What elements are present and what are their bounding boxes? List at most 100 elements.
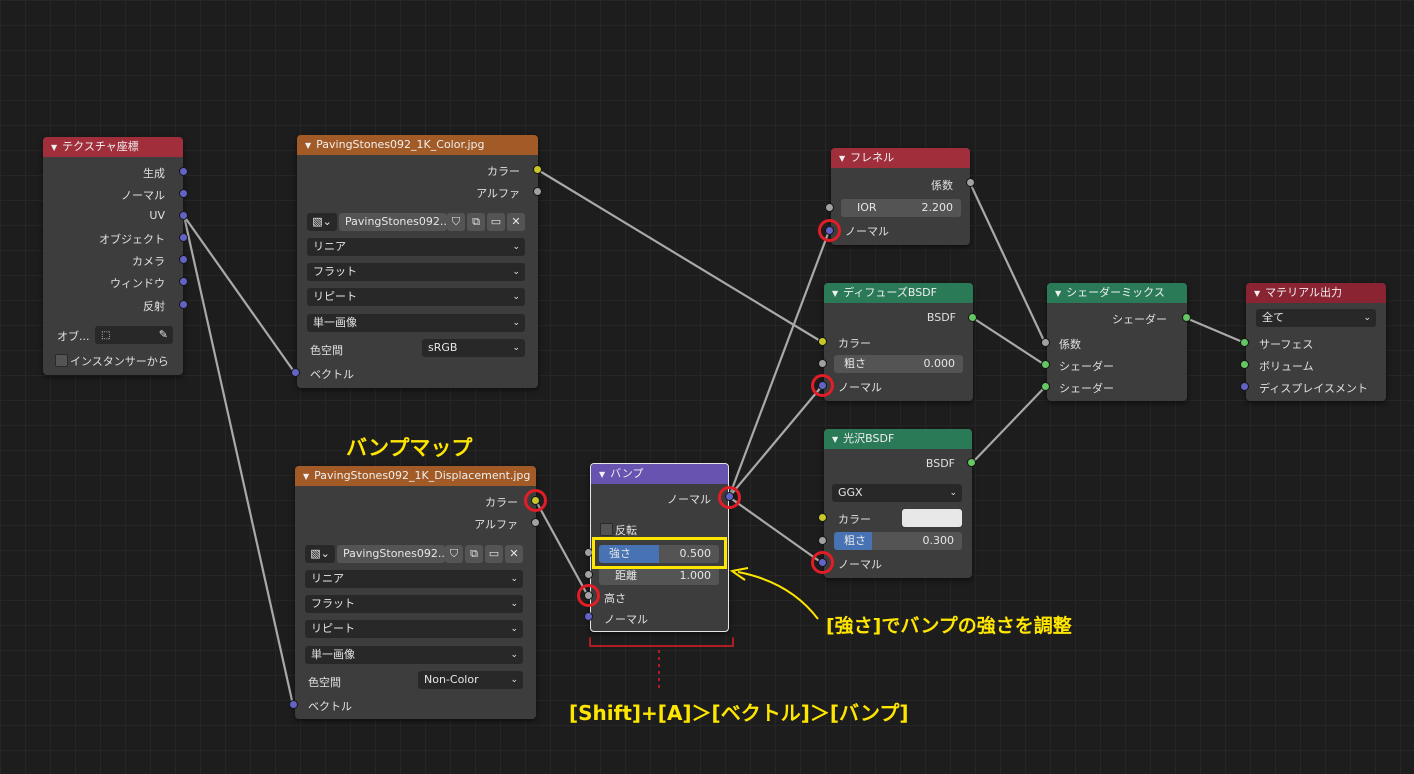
close-icon[interactable]: ✕ — [507, 213, 525, 231]
roughness-field[interactable]: 粗さ 0.000 — [834, 355, 963, 373]
eyedropper-icon[interactable]: ✎ — [158, 328, 168, 341]
wire-glossy-to-mix-shader2 — [970, 385, 1047, 465]
fake-user-shield-icon[interactable]: ⛉ — [447, 213, 465, 231]
invert-checkbox[interactable] — [600, 523, 613, 536]
open-folder-icon[interactable]: ▭ — [485, 545, 503, 563]
socket-alpha-out[interactable] — [531, 518, 540, 527]
color-swatch[interactable] — [902, 509, 962, 527]
node-glossy-bsdf[interactable]: ▼光沢BSDF BSDF GGX⌄ カラー 粗さ 0.300 ノーマル — [824, 429, 972, 578]
socket-normal-in[interactable] — [584, 612, 593, 621]
strength-field[interactable]: 強さ 0.500 — [599, 545, 719, 563]
socket-color-in[interactable] — [818, 337, 827, 346]
interpolation-dropdown[interactable]: リニア⌄ — [307, 238, 525, 256]
socket-surface-in[interactable] — [1240, 338, 1249, 347]
socket-window-out[interactable] — [179, 277, 188, 286]
socket-roughness-in[interactable] — [818, 536, 827, 545]
instancer-checkbox[interactable] — [55, 354, 68, 367]
socket-ior-in[interactable] — [825, 203, 834, 212]
socket-reflection-out[interactable] — [179, 300, 188, 309]
projection-dropdown[interactable]: フラット⌄ — [305, 595, 523, 613]
projection-dropdown[interactable]: フラット⌄ — [307, 263, 525, 281]
node-mix-shader[interactable]: ▼シェーダーミックス シェーダー 係数 シェーダー シェーダー — [1047, 283, 1187, 401]
socket-color-out[interactable] — [533, 165, 542, 174]
dropdown-value: 単一画像 — [313, 316, 357, 329]
node-header[interactable]: ▼ シェーダーミックス — [1047, 283, 1187, 303]
node-title: PavingStones092_1K_Color.jpg — [316, 138, 485, 151]
close-icon[interactable]: ✕ — [505, 545, 523, 563]
socket-shader2-in[interactable] — [1041, 382, 1050, 391]
image-browse-icon[interactable]: ▧⌄ — [305, 545, 335, 563]
target-dropdown[interactable]: 全て⌄ — [1256, 309, 1376, 327]
colorspace-dropdown[interactable]: sRGB⌄ — [422, 339, 525, 357]
extension-dropdown[interactable]: リピート⌄ — [305, 620, 523, 638]
socket-roughness-in[interactable] — [818, 359, 827, 368]
collapse-triangle-icon[interactable]: ▼ — [839, 154, 846, 163]
duplicate-image-icon[interactable]: ⧉ — [467, 213, 485, 231]
node-texture-coordinate[interactable]: ▼テクスチャ座標 生成 ノーマル UV オブジェクト カメラ ウィンドウ 反射 … — [43, 137, 183, 375]
collapse-triangle-icon[interactable]: ▼ — [1254, 289, 1261, 298]
node-header[interactable]: ▼バンプ — [591, 464, 728, 484]
ior-field[interactable]: IOR 2.200 — [841, 199, 961, 217]
collapse-triangle-icon[interactable]: ▼ — [1055, 289, 1062, 298]
extension-dropdown[interactable]: リピート⌄ — [307, 288, 525, 306]
collapse-triangle-icon[interactable]: ▼ — [599, 470, 606, 479]
distribution-dropdown[interactable]: GGX⌄ — [832, 484, 962, 502]
node-image-texture-color[interactable]: ▼PavingStones092_1K_Color.jpg カラー アルファ ▧… — [297, 135, 538, 388]
collapse-triangle-icon[interactable]: ▼ — [832, 435, 839, 444]
socket-generated-out[interactable] — [179, 167, 188, 176]
roughness-field[interactable]: 粗さ 0.300 — [834, 532, 962, 550]
dropdown-value: Non-Color — [424, 673, 479, 686]
node-header[interactable]: ▼フレネル — [831, 148, 970, 168]
socket-bsdf-out[interactable] — [967, 458, 976, 467]
socket-color-in[interactable] — [818, 513, 827, 522]
collapse-triangle-icon[interactable]: ▼ — [832, 289, 839, 298]
wire-mix-to-output-surface — [1184, 316, 1247, 345]
socket-fac-in[interactable] — [1041, 338, 1050, 347]
surface-in-label: サーフェス — [1259, 338, 1314, 351]
socket-bsdf-out[interactable] — [968, 313, 977, 322]
socket-shader1-in[interactable] — [1041, 360, 1050, 369]
source-dropdown[interactable]: 単一画像⌄ — [305, 646, 523, 664]
node-header[interactable]: ▼ディフューズBSDF — [824, 283, 973, 303]
node-title: テクスチャ座標 — [62, 140, 139, 153]
node-header[interactable]: ▼光沢BSDF — [824, 429, 972, 449]
collapse-triangle-icon[interactable]: ▼ — [303, 472, 310, 481]
fac-in-label: 係数 — [1059, 338, 1081, 351]
socket-displacement-in[interactable] — [1240, 382, 1249, 391]
chevron-down-icon: ⌄ — [512, 343, 520, 353]
source-dropdown[interactable]: 単一画像⌄ — [307, 314, 525, 332]
object-selector[interactable]: ⬚ ✎ — [95, 326, 173, 344]
socket-object-out[interactable] — [179, 233, 188, 242]
node-title: シェーダーミックス — [1066, 286, 1165, 299]
open-folder-icon[interactable]: ▭ — [487, 213, 505, 231]
socket-fac-out[interactable] — [966, 178, 975, 187]
node-header[interactable]: ▼マテリアル出力 — [1246, 283, 1386, 303]
image-name-field[interactable]: PavingStones092... — [339, 213, 447, 231]
socket-shader-out[interactable] — [1182, 313, 1191, 322]
colorspace-dropdown[interactable]: Non-Color⌄ — [418, 671, 523, 689]
distance-field[interactable]: 距離 1.000 — [599, 567, 719, 585]
collapse-triangle-icon[interactable]: ▼ — [51, 143, 58, 152]
socket-volume-in[interactable] — [1240, 360, 1249, 369]
interpolation-dropdown[interactable]: リニア⌄ — [305, 570, 523, 588]
fake-user-shield-icon[interactable]: ⛉ — [445, 545, 463, 563]
node-diffuse-bsdf[interactable]: ▼ディフューズBSDF BSDF カラー 粗さ 0.000 ノーマル — [824, 283, 973, 401]
node-header[interactable]: ▼PavingStones092_1K_Displacement.jpg — [295, 466, 536, 486]
node-material-output[interactable]: ▼マテリアル出力 全て⌄ サーフェス ボリューム ディスプレイスメント — [1246, 283, 1386, 401]
socket-alpha-out[interactable] — [533, 187, 542, 196]
image-name-field[interactable]: PavingStones092... — [337, 545, 445, 563]
strength-fill — [599, 545, 659, 563]
collapse-triangle-icon[interactable]: ▼ — [305, 141, 312, 150]
socket-vector-in[interactable] — [291, 368, 300, 377]
node-fresnel[interactable]: ▼フレネル 係数 IOR 2.200 ノーマル — [831, 148, 970, 245]
node-header[interactable]: ▼ PavingStones092_1K_Color.jpg — [297, 135, 538, 155]
image-browse-icon[interactable]: ▧⌄ — [307, 213, 337, 231]
node-image-texture-displacement[interactable]: ▼PavingStones092_1K_Displacement.jpg カラー… — [295, 466, 536, 719]
node-header[interactable]: ▼ テクスチャ座標 — [43, 137, 183, 157]
socket-normal-out[interactable] — [179, 189, 188, 198]
socket-uv-out[interactable] — [179, 211, 188, 220]
duplicate-image-icon[interactable]: ⧉ — [465, 545, 483, 563]
socket-camera-out[interactable] — [179, 255, 188, 264]
socket-vector-in[interactable] — [289, 700, 298, 709]
socket-distance-in[interactable] — [584, 570, 593, 579]
